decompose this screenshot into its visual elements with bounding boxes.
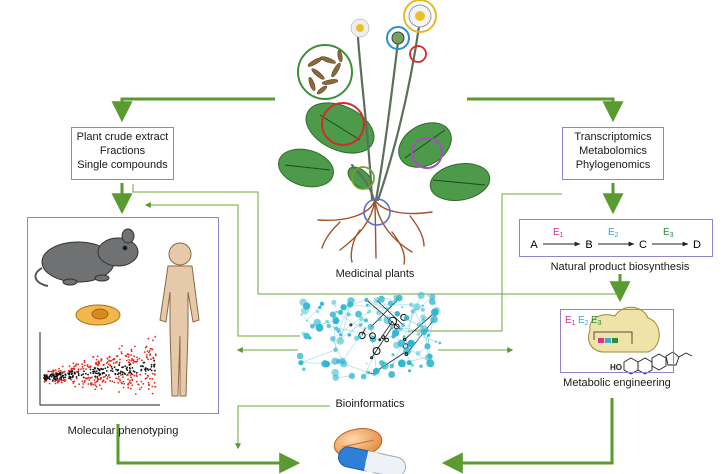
flower <box>408 4 432 28</box>
biosynthesis-caption: Natural product biosynthesis <box>550 261 690 273</box>
highlight-circle-bud <box>386 26 410 50</box>
pathway-node: B <box>585 239 592 251</box>
omics-box <box>562 127 664 180</box>
enzyme-label-e2: E2 <box>608 227 619 239</box>
phenotyping-artwork <box>34 228 200 406</box>
enzyme-label-e1: E1 <box>553 227 564 239</box>
single-compounds-line: Single compounds <box>77 159 168 171</box>
medicinal-plant-illustration <box>278 0 491 265</box>
plasmid-cassette <box>593 331 633 344</box>
steroid-molecule-icon <box>623 351 693 375</box>
plant-extract-line: Plant crude extract <box>76 131 169 143</box>
arrow-plant-to-omics <box>467 97 624 123</box>
pathway-diagram: A B C D <box>530 239 701 251</box>
engineering-caption: Metabolic engineering <box>563 377 671 389</box>
metabolomics-line: Metabolomics <box>579 145 647 157</box>
hydroxyl-label: HO <box>610 363 622 372</box>
highlight-circle-root <box>363 198 391 226</box>
cell-icon <box>75 304 121 326</box>
highlight-circle-flower <box>403 0 437 33</box>
seeds-inset <box>297 44 353 100</box>
phenotyping-panel <box>27 217 219 414</box>
bioinformatics-network <box>296 291 442 381</box>
leaf <box>278 148 334 188</box>
enzyme-label-e3: E3 <box>663 227 674 239</box>
thin-connectors <box>132 184 620 450</box>
engineering-panel <box>560 309 674 373</box>
transcriptomics-line: Transcriptomics <box>574 131 652 143</box>
phylogenomics-line: Phylogenomics <box>575 159 651 171</box>
connector-phenotyping-to-bioinformatics <box>148 204 300 337</box>
volcano-plot <box>39 332 160 406</box>
highlight-circle-base <box>351 166 375 190</box>
pathway-node: A <box>530 239 538 251</box>
molecular-phenotyping-caption: Molecular phenotyping <box>67 425 179 437</box>
engineering-artwork: HO <box>588 306 693 375</box>
highlight-circle-leaf-right <box>411 137 443 169</box>
connector-compounds-to-engineering <box>132 184 620 295</box>
bioinformatics-caption: Bioinformatics <box>335 398 405 410</box>
arrow-phenotyping-to-drug <box>116 424 301 474</box>
biosynthesis-panel <box>519 219 713 257</box>
fractions-line: Fractions <box>99 145 146 157</box>
engineering-enzyme-e1: E1 <box>565 315 576 327</box>
flower <box>391 31 405 45</box>
drug-icon <box>333 428 406 474</box>
highlight-circle-leaf <box>321 102 365 146</box>
connector-bioinformatics-to-omics <box>408 193 562 332</box>
arrow-plant-to-extract <box>111 97 275 123</box>
plant-stems <box>350 18 422 202</box>
medicinal-plants-caption: Medicinal plants <box>335 268 415 280</box>
capsule-icon <box>338 446 406 474</box>
pathway-node: D <box>693 239 701 251</box>
main-flow-arrows <box>111 97 631 474</box>
flower <box>350 18 370 38</box>
plant-roots <box>317 199 433 265</box>
engineering-enzyme-e3: E3 <box>591 315 602 327</box>
arrow-engineering-to-drug <box>441 398 614 474</box>
plant-extract-box <box>71 127 174 180</box>
leaf <box>429 163 491 201</box>
pathway-node: C <box>639 239 647 251</box>
engineering-enzyme-e2: E2 <box>578 315 589 327</box>
volcano-plot-points <box>43 335 157 395</box>
highlight-circle-stem <box>409 45 427 63</box>
arrow-bioinformatics-to-drug <box>235 405 330 450</box>
rat-icon <box>34 228 139 287</box>
flower-heads <box>350 4 432 45</box>
human-body-icon <box>159 242 200 397</box>
